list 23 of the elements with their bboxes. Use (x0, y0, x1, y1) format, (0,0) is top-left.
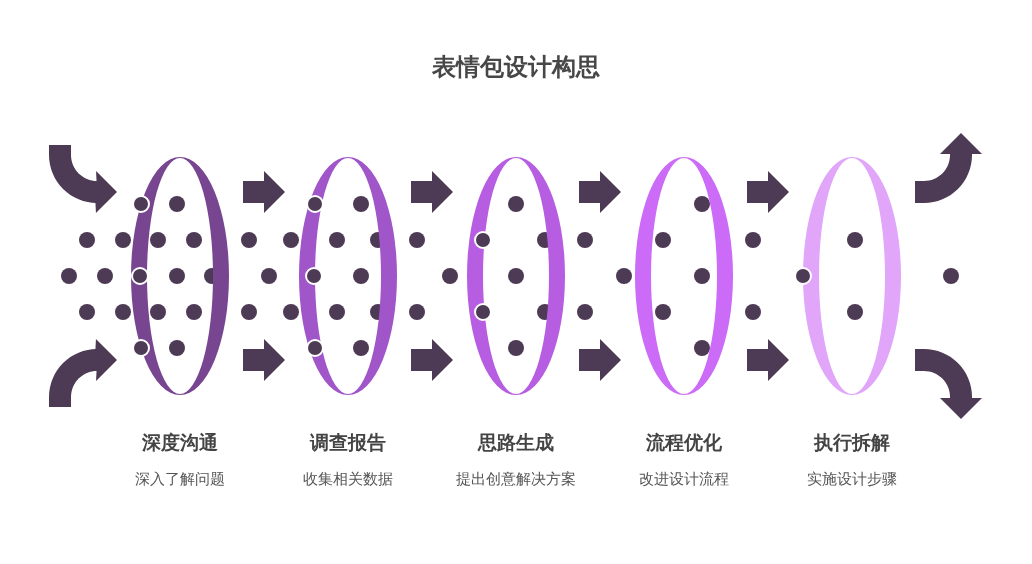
block-arrow (579, 339, 621, 381)
stage-title: 调查报告 (310, 431, 386, 455)
stage-description: 收集相关数据 (303, 469, 393, 489)
stage-title: 思路生成 (478, 431, 554, 455)
stage-description: 提出创意解决方案 (456, 469, 576, 489)
block-arrow (747, 339, 789, 381)
curved-arrow (49, 145, 117, 213)
stage-description: 实施设计步骤 (807, 469, 897, 489)
block-arrow (747, 171, 789, 213)
block-arrow (579, 171, 621, 213)
curved-arrow (49, 339, 117, 407)
block-arrow (243, 339, 285, 381)
diagram-title: 表情包设计构思 (432, 52, 600, 82)
stage-description: 改进设计流程 (639, 469, 729, 489)
block-arrow (243, 171, 285, 213)
block-arrow (411, 339, 453, 381)
block-arrow (411, 171, 453, 213)
stage-title: 流程优化 (646, 431, 722, 455)
stage-title: 深度沟通 (142, 431, 218, 455)
stage-title: 执行拆解 (814, 431, 890, 455)
curved-arrow (915, 133, 982, 203)
curved-arrow (915, 349, 982, 419)
stage-description: 深入了解问题 (135, 469, 225, 489)
